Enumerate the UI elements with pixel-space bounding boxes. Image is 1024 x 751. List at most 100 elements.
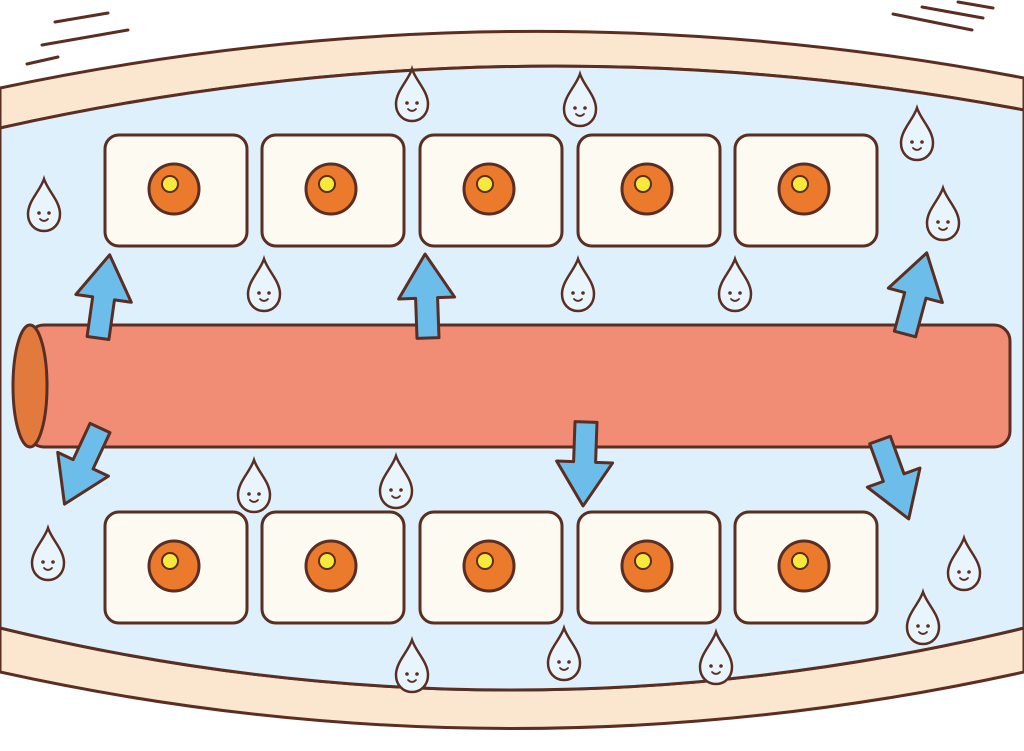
droplet-eye [399,488,403,492]
motion-line [956,0,995,10]
cell-nucleolus [791,552,809,570]
water-droplet [546,624,582,682]
droplet-eye [267,291,271,295]
droplet-body [378,452,414,510]
droplet-eye [389,488,393,492]
droplet-body [394,636,430,694]
water-droplet [560,255,596,313]
cell-top [103,133,249,248]
droplet-smile [918,631,928,635]
arrow-up-icon [74,253,133,342]
droplet-eye [405,101,409,105]
droplet-eye [41,560,45,564]
droplet-smile [259,298,269,302]
water-droplet [30,524,66,582]
droplet-body [946,534,982,592]
arrow-down-icon [865,434,922,521]
cell-top [418,133,564,248]
droplet-smile [912,147,922,151]
cell-nucleolus [476,552,494,570]
water-droplet [946,534,982,592]
cell-top [576,133,722,248]
droplet-eye [415,672,419,676]
cells-layer [103,133,879,625]
droplet-smile [959,577,969,581]
cell-bottom [418,510,564,625]
water-droplet [899,104,935,162]
motion-line [53,11,110,24]
droplet-body [26,175,62,233]
cell-top [260,133,406,248]
blood-vessel [11,323,1012,449]
droplet-body [236,456,272,514]
water-droplet [26,175,62,233]
water-droplet [394,65,430,123]
droplet-body [246,255,282,313]
droplet-eye [967,570,971,574]
droplet-eye [936,220,940,224]
droplet-smile [407,108,417,112]
arrow-down-icon [555,420,615,508]
cell-bottom [260,510,406,625]
droplet-smile [575,113,585,117]
arrows-layer [56,251,944,521]
cell-nucleolus [634,552,652,570]
droplet-eye [709,664,713,668]
vessel-body [26,323,1012,449]
droplet-smile [938,227,948,231]
droplet-eye [728,291,732,295]
droplet-eye [405,672,409,676]
water-droplet [378,452,414,510]
droplet-body [905,588,941,646]
droplet-eye [926,624,930,628]
droplet-eye [916,624,920,628]
droplet-body [717,255,753,313]
vessel-opening [11,323,49,449]
droplet-smile [711,671,721,675]
motion-line [920,5,985,20]
cell-nucleolus [318,175,336,193]
droplet-body [899,104,935,162]
motion-line [25,55,60,66]
cell-bottom [733,510,879,625]
arrow-up-icon [397,252,457,340]
droplet-eye [51,560,55,564]
droplet-eye [247,492,251,496]
droplet-smile [730,298,740,302]
droplets-layer [26,65,982,694]
droplet-smile [391,495,401,499]
droplet-body [698,628,734,686]
water-droplet [698,628,734,686]
cell-nucleolus [318,552,336,570]
cell-nucleolus [161,552,179,570]
motion-line [40,28,130,47]
droplet-eye [415,101,419,105]
cell-nucleolus [161,175,179,193]
droplet-eye [257,291,261,295]
droplet-body [546,624,582,682]
water-droplet [925,184,961,242]
droplet-eye [37,211,41,215]
droplet-smile [39,218,49,222]
droplet-eye [571,291,575,295]
droplet-eye [910,140,914,144]
droplet-body [560,255,596,313]
arrow-up-icon [886,251,944,339]
cell-bottom [576,510,722,625]
droplet-eye [583,106,587,110]
cell-bottom [103,510,249,625]
cell-top [733,133,879,248]
droplet-body [30,524,66,582]
droplet-eye [957,570,961,574]
droplet-eye [567,660,571,664]
droplet-eye [47,211,51,215]
droplet-body [394,65,430,123]
droplet-eye [946,220,950,224]
droplet-body [562,70,598,128]
water-droplet [905,588,941,646]
droplet-smile [407,679,417,683]
cell-nucleolus [791,175,809,193]
droplet-eye [257,492,261,496]
